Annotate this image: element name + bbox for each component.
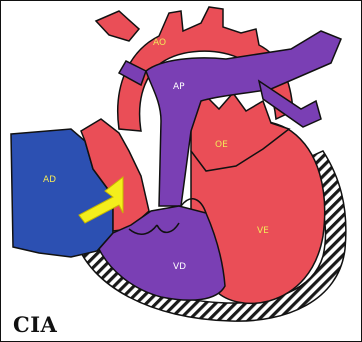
left-atrium-label: OE bbox=[215, 140, 228, 150]
right-ventricle-label: VD bbox=[173, 262, 186, 272]
aorta-label: AO bbox=[153, 38, 166, 48]
left-ventricle-label: VE bbox=[257, 226, 269, 236]
diagram-caption: CIA bbox=[13, 312, 57, 337]
arch-vessel-left bbox=[96, 11, 139, 41]
pulmonary-artery-label: AP bbox=[173, 82, 185, 92]
right-atrium-label: AD bbox=[43, 175, 56, 185]
